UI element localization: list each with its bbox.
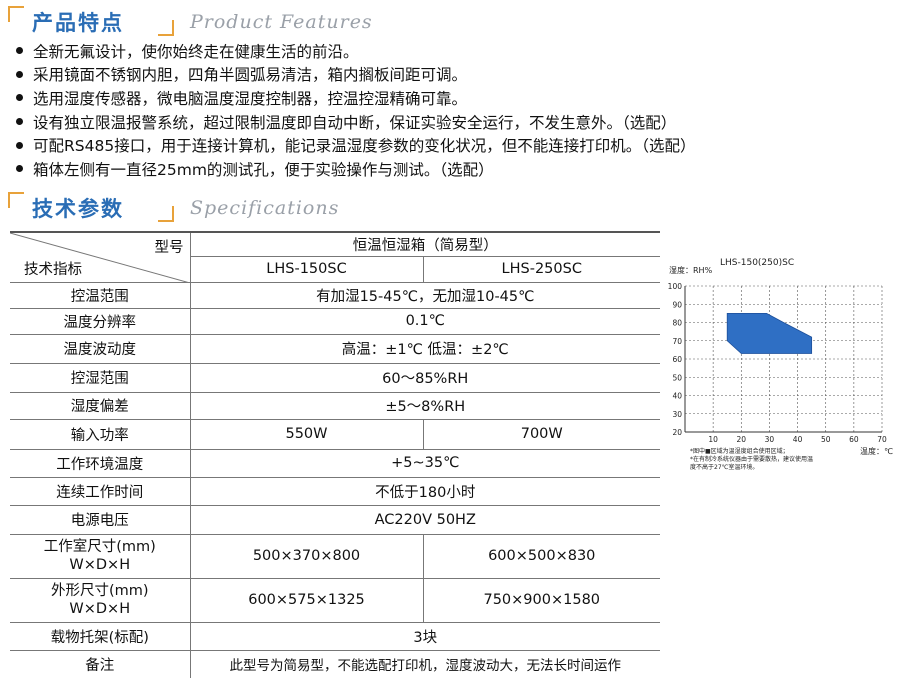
humidity-temperature-chart: LHS-150(250)SC 湿度：RH% 温度：℃ 20 30 40 50 60 70 80 90… (668, 258, 893, 471)
chart-note: *在有制冷系统仪器由于需要散热，建议使用温 (690, 455, 813, 463)
y-tick-label: 90 (672, 300, 682, 309)
specs-header: 技术参数 Specifications (8, 192, 408, 222)
table-row: 工作环境温度 +5~35℃ (10, 449, 660, 478)
x-tick-label: 40 (793, 435, 803, 444)
feature-item: 设有独立限温报警系统，超过限制温度即自动中断，保证实验安全运行，不发生意外。（选… (14, 110, 894, 134)
corner-spec-label: 技术指标 (24, 261, 82, 278)
table-row: 温度分辨率 0.1℃ (10, 308, 660, 335)
spec-table: 型号 技术指标 恒温恒湿箱（简易型） LHS-150SC LHS-250SC 控… (10, 231, 660, 678)
x-tick-label: 60 (849, 435, 859, 444)
feature-item: 箱体左侧有一直径25mm的测试孔，便于实验操作与测试。（选配） (14, 157, 894, 181)
specs-title-cn: 技术参数 (32, 197, 124, 221)
y-tick-label: 100 (668, 282, 683, 291)
bullet-icon (16, 70, 23, 78)
y-axis-label: 湿度：RH% (669, 265, 713, 275)
y-tick-label: 60 (672, 355, 682, 364)
model-header: LHS-150SC (190, 256, 424, 283)
ornament-corner-icon (8, 6, 24, 22)
chart-note: *图中■区域为温湿度组合使用区域； (690, 447, 789, 455)
bullet-icon (16, 141, 23, 149)
table-row: 电源电压 AC220V 50HZ (10, 505, 660, 535)
features-list: 全新无氟设计，使你始终走在健康生活的前沿。 采用镜面不锈钢内胆，四角半圆弧易清洁… (14, 39, 894, 181)
table-row: 外形尺寸(mm)W×D×H 600×575×1325 750×900×1580 (10, 578, 660, 623)
x-tick-label: 10 (708, 435, 718, 444)
table-row: 工作室尺寸(mm)W×D×H 500×370×800 600×500×830 (10, 534, 660, 579)
features-title-cn: 产品特点 (32, 11, 124, 35)
corner-model-label: 型号 (154, 240, 184, 256)
feature-item: 全新无氟设计，使你始终走在健康生活的前沿。 (14, 39, 894, 63)
x-tick-label: 30 (765, 435, 775, 444)
bullet-icon (16, 165, 23, 173)
y-tick-label: 30 (672, 410, 682, 419)
x-tick-label: 20 (737, 435, 747, 444)
table-row: 备注 此型号为简易型，不能选配打印机，湿度波动大，无法长时间运作 (10, 650, 660, 678)
feature-item: 可配RS485接口，用于连接计算机，能记录温湿度参数的变化状况，但不能连接打印机… (14, 133, 894, 157)
bullet-icon (16, 94, 23, 102)
feature-item: 采用镜面不锈钢内胆，四角半圆弧易清洁，箱内搁板间距可调。 (14, 63, 894, 87)
table-row: 控温范围 有加湿15-45℃，无加湿10-45℃ (10, 282, 660, 309)
y-tick-label: 40 (672, 392, 682, 401)
table-row: 输入功率 550W 700W (10, 419, 660, 450)
ornament-corner-icon (8, 192, 24, 208)
table-row: 载物托架(标配) 3块 (10, 622, 660, 651)
model-header: LHS-250SC (423, 256, 660, 283)
y-tick-label: 20 (672, 428, 682, 437)
diagonal-line (11, 234, 185, 281)
features-title-en: Product Features (190, 11, 373, 33)
specs-title-en: Specifications (190, 197, 340, 219)
ornament-corner-icon (158, 206, 174, 222)
features-header: 产品特点 Product Features (8, 6, 408, 36)
bullet-icon (16, 47, 23, 55)
y-tick-label: 70 (672, 337, 682, 346)
table-corner-cell: 型号 技术指标 (10, 231, 191, 283)
ornament-corner-icon (158, 20, 174, 36)
chart-note: 度不高于27℃室温环境。 (690, 463, 758, 471)
table-row: 湿度偏差 ±5～8%RH (10, 392, 660, 420)
table-row: 温度波动度 高温：±1℃ 低温：±2℃ (10, 334, 660, 364)
x-tick-label: 50 (821, 435, 831, 444)
group-title: 恒温恒湿箱（简易型） (190, 231, 660, 257)
feature-item: 选用湿度传感器，微电脑温度湿度控制器，控温控湿精确可靠。 (14, 86, 894, 110)
table-row: 连续工作时间 不低于180小时 (10, 477, 660, 506)
operating-region (726, 312, 813, 354)
y-tick-label: 80 (672, 319, 682, 328)
chart-title: LHS-150(250)SC (720, 258, 794, 268)
y-tick-label: 50 (672, 373, 682, 382)
bullet-icon (16, 118, 23, 126)
x-axis-label: 温度：℃ (860, 446, 893, 456)
table-row: 控湿范围 60～85%RH (10, 363, 660, 393)
x-tick-label: 70 (877, 435, 887, 444)
